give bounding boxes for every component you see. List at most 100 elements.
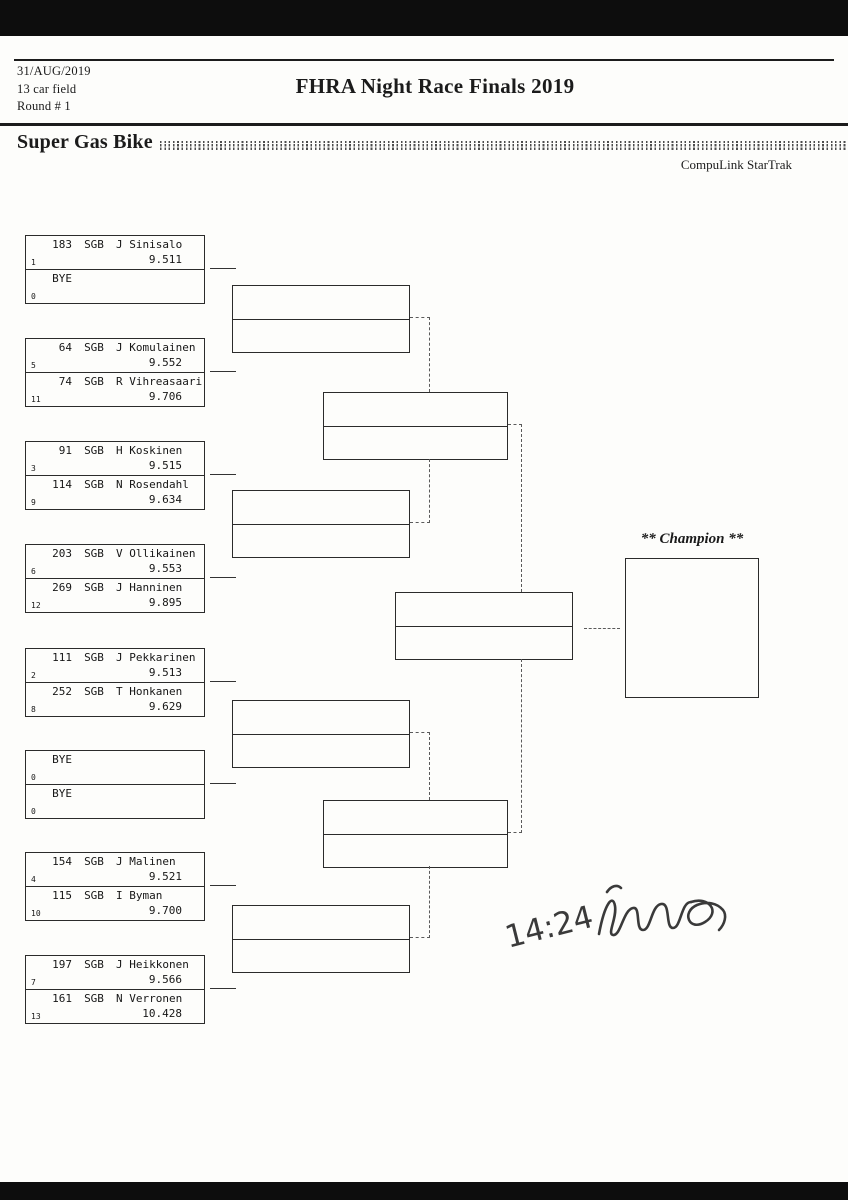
connector-stub — [210, 885, 236, 886]
handwriting-area: 14:24 — [501, 884, 727, 956]
driver-name: J Komulainen — [116, 341, 196, 354]
connector-dash — [429, 317, 430, 392]
car-class: SGB — [84, 889, 104, 902]
seed-number: 3 — [31, 464, 36, 473]
connector-dash — [410, 317, 430, 318]
timing-system-label: CompuLink StarTrak — [680, 157, 792, 172]
driver-name — [116, 753, 204, 766]
round2-cell — [233, 286, 409, 319]
car-number: BYE — [52, 272, 72, 285]
seed-number: 4 — [31, 875, 36, 884]
dial-in-time: 9.513 — [148, 666, 182, 679]
dial-in-time: 9.511 — [148, 253, 182, 266]
seed-number: 0 — [31, 292, 36, 301]
entry-line: BYE — [26, 785, 204, 800]
scan-edge-bottom — [0, 1182, 848, 1200]
round2-cell — [233, 318, 409, 353]
signature-scribble — [597, 884, 727, 937]
car-class: SGB — [84, 444, 104, 457]
connector-stub — [210, 474, 236, 475]
connector-stub — [210, 371, 236, 372]
round-label: Round # 1 — [17, 99, 71, 113]
car-class: SGB — [84, 478, 104, 491]
semifinal-box-2 — [323, 800, 508, 868]
connector-dash — [429, 459, 430, 523]
car-number: BYE — [52, 753, 72, 766]
round2-cell — [233, 701, 409, 734]
final-cell — [396, 625, 572, 660]
driver-name: V Ollikainen — [116, 547, 196, 560]
car-class: SGB — [84, 375, 104, 388]
seed-number: 6 — [31, 567, 36, 576]
seed-number: 9 — [31, 498, 36, 507]
car-number: 114 — [52, 478, 72, 491]
driver-name: R Vihreasaari — [116, 375, 203, 388]
car-number: 74 — [58, 375, 72, 388]
header-rule-bottom — [0, 123, 848, 126]
connector-stub — [210, 988, 236, 989]
driver-name: I Byman — [116, 889, 163, 902]
driver-name — [116, 787, 204, 800]
dial-in-time: 9.629 — [148, 700, 182, 713]
connector-stub — [210, 577, 236, 578]
seed-number: 12 — [31, 601, 41, 610]
connector-dash — [429, 866, 430, 938]
dial-in-time: 9.553 — [148, 562, 182, 575]
seed-number: 8 — [31, 705, 36, 714]
round2-cell — [233, 733, 409, 768]
connector-dash — [429, 732, 430, 800]
connector-stub — [210, 268, 236, 269]
connector-stub — [210, 681, 236, 682]
car-class: SGB — [84, 685, 104, 698]
car-number: 269 — [52, 581, 72, 594]
driver-name: J Malinen — [116, 855, 176, 868]
car-number: 197 — [52, 958, 72, 971]
semifinal-cell — [324, 425, 507, 460]
entry-line: BYE — [26, 270, 204, 285]
dial-in-time: 9.706 — [148, 390, 182, 403]
dial-in-time: 10.428 — [142, 1007, 182, 1020]
seed-number: 10 — [31, 909, 41, 918]
car-class: SGB — [84, 547, 104, 560]
round2-box-2 — [232, 490, 410, 558]
round2-box-4 — [232, 905, 410, 973]
connector-dash — [521, 659, 522, 833]
car-class: SGB — [84, 581, 104, 594]
dial-in-time: 9.634 — [148, 493, 182, 506]
dial-in-time: 9.515 — [148, 459, 182, 472]
seed-number: 13 — [31, 1012, 41, 1021]
car-number: 154 — [52, 855, 72, 868]
car-class — [72, 272, 116, 285]
car-number: 115 — [52, 889, 72, 902]
semifinal-cell — [324, 801, 507, 834]
car-class: SGB — [84, 238, 104, 251]
car-class — [72, 787, 116, 800]
seed-number: 2 — [31, 671, 36, 680]
driver-name: J Pekkarinen — [116, 651, 196, 664]
seed-number: 11 — [31, 395, 41, 404]
connector-dash — [410, 522, 430, 523]
connector-dash — [410, 732, 430, 733]
car-number: 91 — [58, 444, 72, 457]
